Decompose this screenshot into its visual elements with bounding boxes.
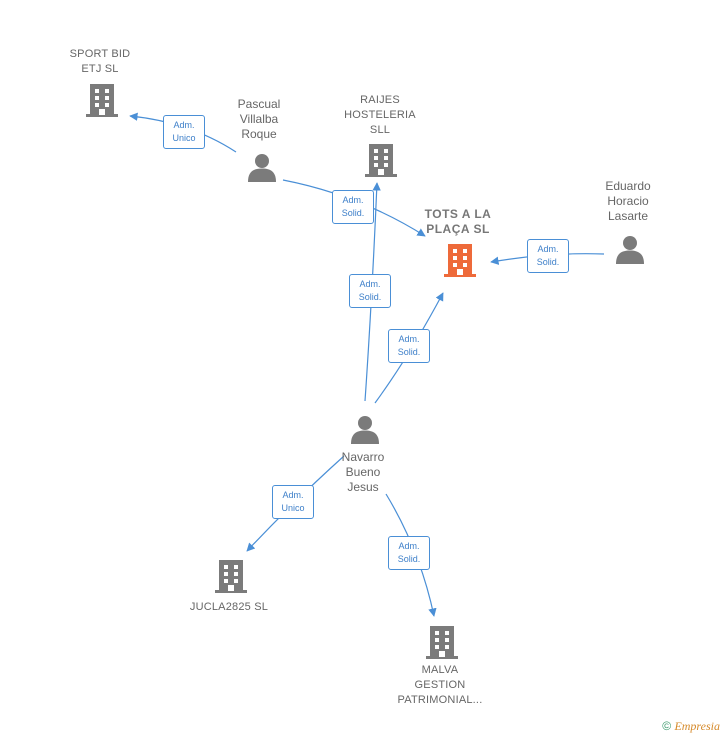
pascual-label[interactable]: Pascual Villalba Roque xyxy=(219,97,299,142)
edge-label-line: Adm. xyxy=(173,120,195,130)
pascual-label-line: Roque xyxy=(241,127,277,141)
eduardo-label-line: Horacio xyxy=(607,194,649,208)
raijes-label-line: SLL xyxy=(369,124,391,136)
malva-label-line: MALVA xyxy=(421,664,459,676)
brand-logo: Empresia xyxy=(674,719,720,733)
navarro-label-line: Bueno xyxy=(345,465,381,479)
edge-label-navarro-jucla: Adm. Unico xyxy=(272,485,314,519)
edge-label-line: Adm. xyxy=(537,244,559,254)
edge-label-eduardo-tots: Adm. Solid. xyxy=(527,239,569,273)
edge-label-line: Adm. xyxy=(282,490,304,500)
sport-bid-label-line: ETJ SL xyxy=(81,63,119,75)
eduardo-person-icon[interactable] xyxy=(616,236,644,264)
tots-label-line: PLAÇA SL xyxy=(426,222,490,236)
pascual-label-line: Villalba xyxy=(239,112,279,126)
malva-label[interactable]: MALVA GESTION PATRIMONIAL... xyxy=(380,663,500,708)
edge-label-line: Solid. xyxy=(397,347,421,357)
tots-label[interactable]: TOTS A LA PLAÇA SL xyxy=(398,207,518,237)
raijes-building-icon[interactable] xyxy=(365,144,397,177)
edge-label-line: Solid. xyxy=(358,292,382,302)
eduardo-label-line: Eduardo xyxy=(605,179,651,193)
edge-label-line: Unico xyxy=(172,133,196,143)
tots-building-icon[interactable] xyxy=(444,244,476,277)
edge-label-line: Unico xyxy=(281,503,305,513)
edge-label-line: Solid. xyxy=(397,554,421,564)
jucla-label[interactable]: JUCLA2825 SL xyxy=(169,600,289,615)
footer-credit: © Empresia xyxy=(662,719,720,734)
edge-label-line: Adm. xyxy=(359,279,381,289)
eduardo-label[interactable]: Eduardo Horacio Lasarte xyxy=(588,179,668,224)
edge-label-line: Solid. xyxy=(341,208,365,218)
jucla-label-line: JUCLA2825 SL xyxy=(189,601,269,613)
malva-building-icon[interactable] xyxy=(426,626,458,659)
raijes-label-line: RAIJES xyxy=(360,94,400,106)
eduardo-label-line: Lasarte xyxy=(607,209,649,223)
sport-bid-label-line: SPORT BID xyxy=(69,48,131,60)
malva-label-line: GESTION xyxy=(414,679,466,691)
edge-label-navarro-raijes: Adm. Solid. xyxy=(349,274,391,308)
edge-label-navarro-malva: Adm. Solid. xyxy=(388,536,430,570)
edge-label-pascual-tots: Adm. Solid. xyxy=(332,190,374,224)
edge-label-line: Adm. xyxy=(398,541,420,551)
navarro-person-icon[interactable] xyxy=(351,416,379,444)
copyright-icon: © xyxy=(662,719,672,733)
edge-label-navarro-tots: Adm. Solid. xyxy=(388,329,430,363)
malva-label-line: PATRIMONIAL... xyxy=(397,694,483,706)
tots-label-line: TOTS A LA xyxy=(424,207,492,221)
edge-label-line: Adm. xyxy=(342,195,364,205)
sport-bid-label[interactable]: SPORT BID ETJ SL xyxy=(50,47,150,77)
edge-label-pascual-sport-bid: Adm. Unico xyxy=(163,115,205,149)
raijes-label[interactable]: RAIJES HOSTELERIA SLL xyxy=(330,93,430,138)
navarro-label[interactable]: Navarro Bueno Jesus xyxy=(323,450,403,495)
navarro-label-line: Jesus xyxy=(347,480,379,494)
raijes-label-line: HOSTELERIA xyxy=(344,109,416,121)
edge-label-line: Solid. xyxy=(536,257,560,267)
pascual-person-icon[interactable] xyxy=(248,154,276,182)
navarro-label-line: Navarro xyxy=(341,450,385,464)
jucla-building-icon[interactable] xyxy=(215,560,247,593)
edge-label-line: Adm. xyxy=(398,334,420,344)
sport-bid-building-icon[interactable] xyxy=(86,84,118,117)
pascual-label-line: Pascual xyxy=(237,97,281,111)
